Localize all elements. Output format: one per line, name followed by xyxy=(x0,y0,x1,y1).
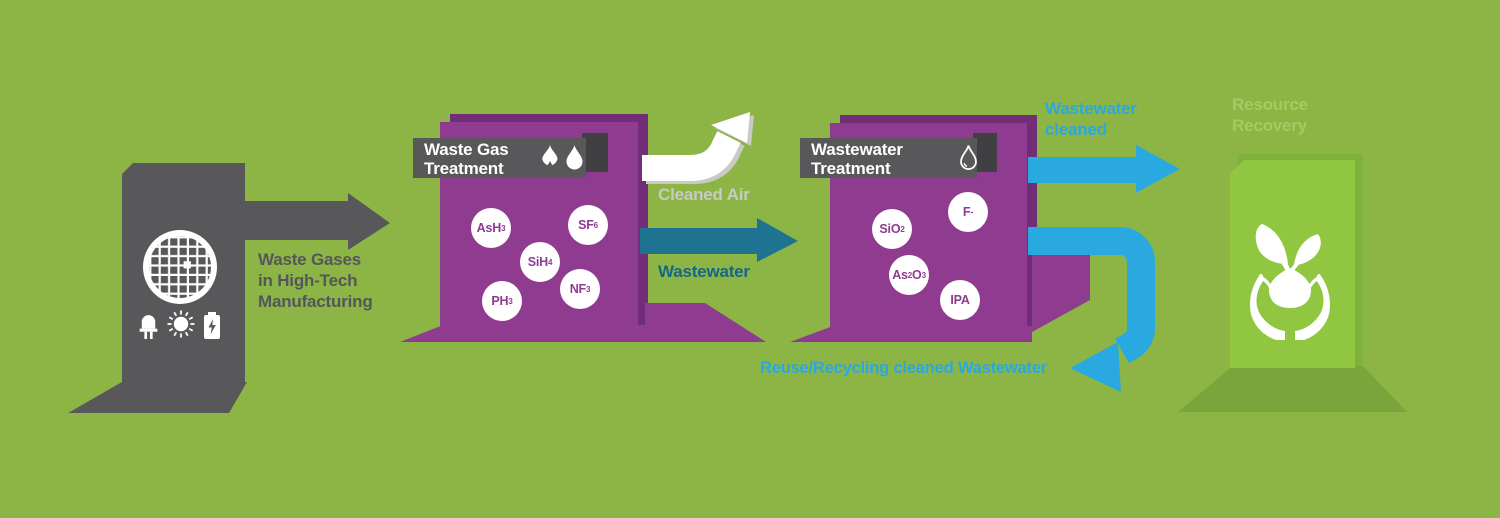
resource-recovery-slab xyxy=(1230,160,1355,368)
wastewater-banner: Wastewater Treatment xyxy=(800,138,977,178)
chemical-badge: F- xyxy=(948,192,988,232)
reuse-label: Reuse/Recycling cleaned Wastewater xyxy=(760,359,1047,377)
flame-icon xyxy=(542,145,558,168)
wastewater-cleaned-label: Wastewater cleaned xyxy=(1045,99,1137,139)
flow-arrow-waste-gases xyxy=(245,193,390,250)
flow-arrow-wastewater xyxy=(640,218,798,262)
led-icon xyxy=(139,315,158,339)
waste-gas-banner-tab xyxy=(582,133,608,172)
cleaned-air-label: Cleaned Air xyxy=(658,185,750,204)
chemical-badge: IPA xyxy=(940,280,980,320)
fab-machine xyxy=(122,163,245,383)
waste-gas-box-base xyxy=(400,325,645,342)
waste-gas-title-line1: Waste Gas xyxy=(424,140,509,159)
battery-icon xyxy=(204,312,220,339)
flow-arrow-wastewater-cleaned xyxy=(1028,145,1180,193)
hand-right xyxy=(1295,273,1331,340)
product-icons-row xyxy=(138,309,230,339)
waste-gas-title-line2: Treatment xyxy=(424,159,504,178)
wastewater-title-line2: Treatment xyxy=(811,159,891,178)
recovery-slab-base xyxy=(1178,366,1407,412)
cleaned-air-arrow xyxy=(642,112,754,184)
fab-machine-base xyxy=(68,382,247,413)
waste-gas-banner: Waste Gas Treatment xyxy=(413,138,586,178)
wastewater-title-line1: Wastewater xyxy=(811,140,903,159)
waste-gas-box-base-right xyxy=(645,303,766,342)
hand-left xyxy=(1249,273,1285,340)
hands-seedling-icon xyxy=(1249,224,1331,340)
reuse-uturn-arrow xyxy=(1028,227,1156,392)
wafer-icon xyxy=(143,230,217,304)
solar-icon xyxy=(167,310,195,338)
resource-recovery-label: Resource Recovery xyxy=(1232,95,1308,135)
water-drop-outline-icon xyxy=(960,145,977,170)
water-drop-icon xyxy=(566,145,583,170)
wastewater-box-base xyxy=(790,326,1032,342)
wastewater-label: Wastewater xyxy=(658,262,750,281)
wastewater-banner-tab xyxy=(973,133,997,172)
source-caption: Waste Gases in High-Tech Manufacturing xyxy=(258,250,373,311)
